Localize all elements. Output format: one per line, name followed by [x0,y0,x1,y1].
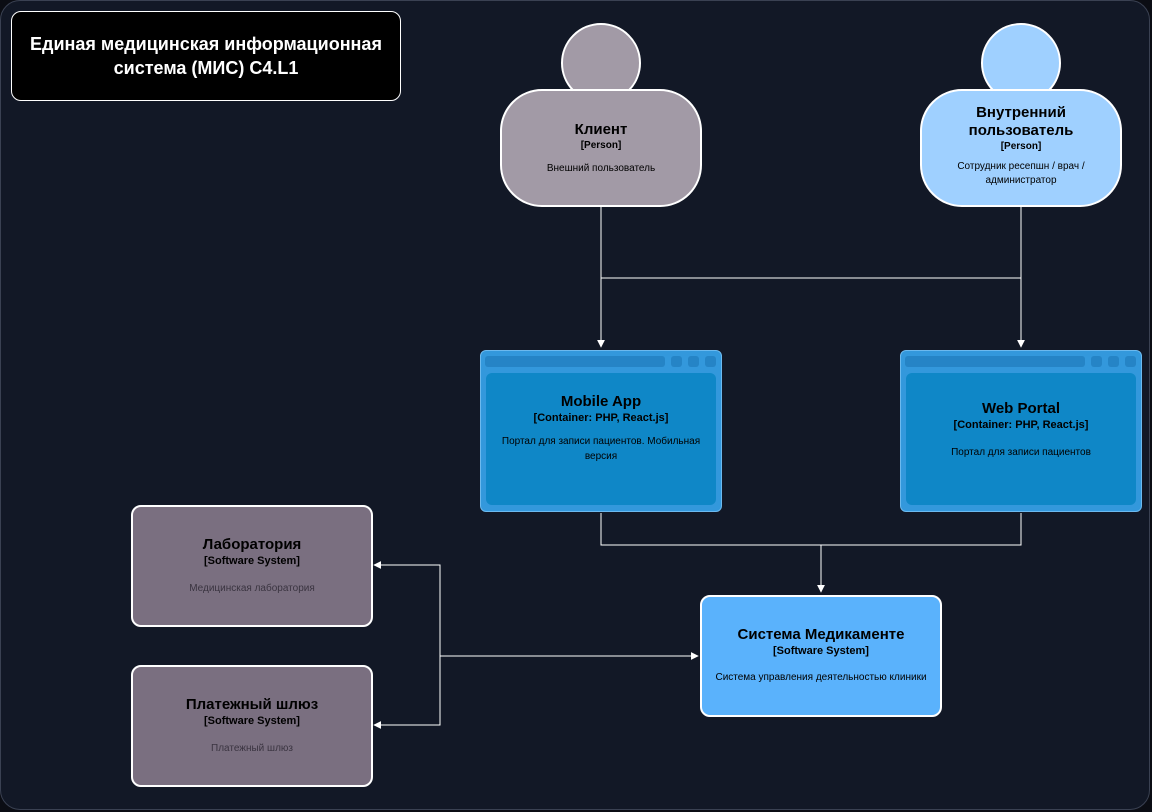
connector-to-lab [373,561,441,656]
person-client-type: [Person] [580,140,622,151]
container-web-body: Web Portal [Container: PHP, React.js] По… [906,373,1136,505]
window-button-icon [688,356,699,367]
diagram-title: Единая медицинская информационная систем… [11,11,401,101]
system-main-name: Система Медикаменте [737,626,905,643]
window-button-icon [1125,356,1136,367]
system-main-type: [Software System] [773,645,869,657]
person-internal-type: [Person] [1000,141,1042,152]
window-button-icon [1091,356,1102,367]
person-client-name: Клиент [574,121,628,138]
window-title-bar [485,356,665,367]
container-mobile-body: Mobile App [Container: PHP, React.js] По… [486,373,716,505]
system-main[interactable]: Система Медикаменте [Software System] Си… [700,595,942,717]
container-mobile-type: [Container: PHP, React.js] [533,412,669,424]
window-button-icon [671,356,682,367]
container-web-type: [Container: PHP, React.js] [953,419,1089,431]
system-laboratory[interactable]: Лаборатория [Software System] Медицинска… [131,505,373,627]
window-button-icon [705,356,716,367]
person-client-body[interactable]: Клиент [Person] Внешний пользователь [500,89,702,207]
container-web-description: Портал для записи пациентов [951,447,1091,458]
system-lab-description: Медицинская лаборатория [189,583,315,594]
system-lab-type: [Software System] [204,555,300,567]
container-mobile-app[interactable]: Mobile App [Container: PHP, React.js] По… [480,350,722,512]
system-lab-name: Лаборатория [202,536,302,553]
system-payment-description: Платежный шлюз [211,743,293,754]
person-internal-body[interactable]: Внутренний пользователь [Person] Сотрудн… [920,89,1122,207]
system-payment-name: Платежный шлюз [185,696,319,713]
container-web-name: Web Portal [981,400,1061,417]
container-mobile-description: Портал для записи пациентов. Мобильная в… [501,436,701,462]
window-title-bar [905,356,1085,367]
system-payment-gateway[interactable]: Платежный шлюз [Software System] Платежн… [131,665,373,787]
system-payment-type: [Software System] [204,715,300,727]
person-internal-name: Внутренний пользователь [968,104,1074,139]
container-web-portal[interactable]: Web Portal [Container: PHP, React.js] По… [900,350,1142,512]
connector-mobile-to-main [600,513,1022,546]
person-client-description: Внешний пользователь [546,163,656,174]
connector-to-payment [373,656,441,729]
system-main-description: Система управления деятельностью клиники [715,672,927,683]
window-button-icon [1108,356,1119,367]
container-mobile-name: Mobile App [560,393,642,410]
person-internal-description: Сотрудник ресепшн / врач / администратор [957,161,1085,186]
